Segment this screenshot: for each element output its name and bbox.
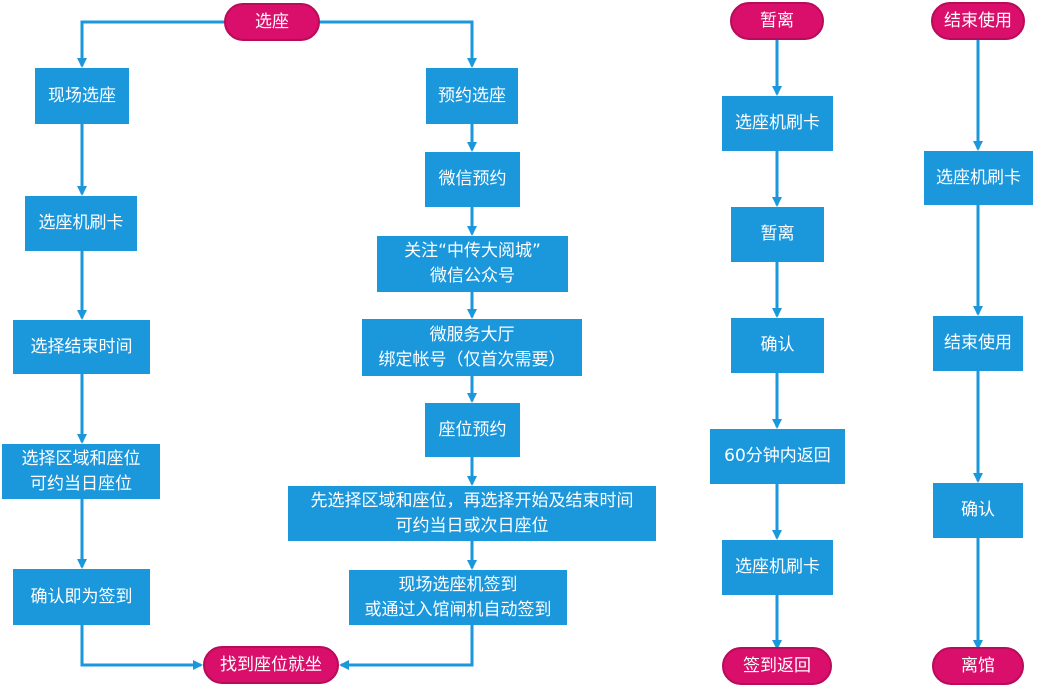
arrow-to-reserve	[318, 20, 477, 68]
away-swipe-card-2-box: 选座机刷卡	[722, 540, 833, 595]
reserve-area-time-line-2: 可约当日或次日座位	[395, 515, 549, 536]
arrow-reserve-to-found	[339, 625, 474, 670]
terminal-select-seat: 选座	[224, 3, 320, 41]
reserve-bind-line-2: 绑定帐号（仅首次需要）	[378, 349, 566, 370]
reserve-area-time-line-1: 先选择区域和座位，再选择开始及结束时间	[310, 490, 634, 511]
onsite-area-box: 选择区域和座位 可约当日座位	[2, 444, 160, 499]
reserve-bind-line-1: 微服务大厅	[429, 324, 515, 345]
away-swipe-card-box: 选座机刷卡	[722, 96, 833, 151]
arrow-onsite-to-found	[80, 625, 203, 670]
away-box: 暂离	[731, 207, 824, 262]
onsite-select-box: 现场选座	[35, 68, 129, 124]
reserve-signin-line-1: 现场选座机签到	[398, 574, 518, 595]
terminal-signin-return: 签到返回	[722, 647, 832, 685]
onsite-swipe-card-box: 选座机刷卡	[25, 196, 137, 251]
reserve-area-time-box: 先选择区域和座位，再选择开始及结束时间 可约当日或次日座位	[288, 486, 656, 541]
away-return-60-box: 60分钟内返回	[710, 429, 845, 484]
end-use-box: 结束使用	[933, 316, 1023, 371]
reserve-follow-line-1: 关注“中传大阅城”	[404, 241, 541, 261]
onsite-end-time-box: 选择结束时间	[13, 320, 150, 374]
reserve-seat-box: 座位预约	[425, 403, 520, 457]
reserve-follow-box: 关注“中传大阅城” 微信公众号	[377, 236, 568, 292]
reserve-signin-box: 现场选座机签到 或通过入馆闸机自动签到	[349, 570, 567, 625]
reserve-wechat-box: 微信预约	[425, 152, 520, 207]
reserve-select-box: 预约选座	[426, 68, 518, 124]
terminal-found-seat: 找到座位就坐	[203, 646, 339, 684]
onsite-area-line-1: 选择区域和座位	[21, 448, 141, 469]
terminal-away: 暂离	[730, 2, 824, 40]
reserve-follow-line-2: 微信公众号	[430, 266, 515, 286]
reserve-bind-box: 微服务大厅 绑定帐号（仅首次需要）	[362, 319, 582, 376]
onsite-confirm-box: 确认即为签到	[13, 569, 150, 625]
away-confirm-box: 确认	[731, 318, 824, 373]
end-swipe-card-box: 选座机刷卡	[924, 151, 1033, 205]
end-confirm-box: 确认	[933, 483, 1023, 538]
onsite-area-line-2: 可约当日座位	[30, 473, 132, 494]
terminal-end-use: 结束使用	[931, 2, 1025, 40]
reserve-signin-line-2: 或通过入馆闸机自动签到	[364, 599, 552, 620]
arrow-to-onsite	[77, 20, 226, 68]
terminal-leave: 离馆	[932, 647, 1024, 685]
